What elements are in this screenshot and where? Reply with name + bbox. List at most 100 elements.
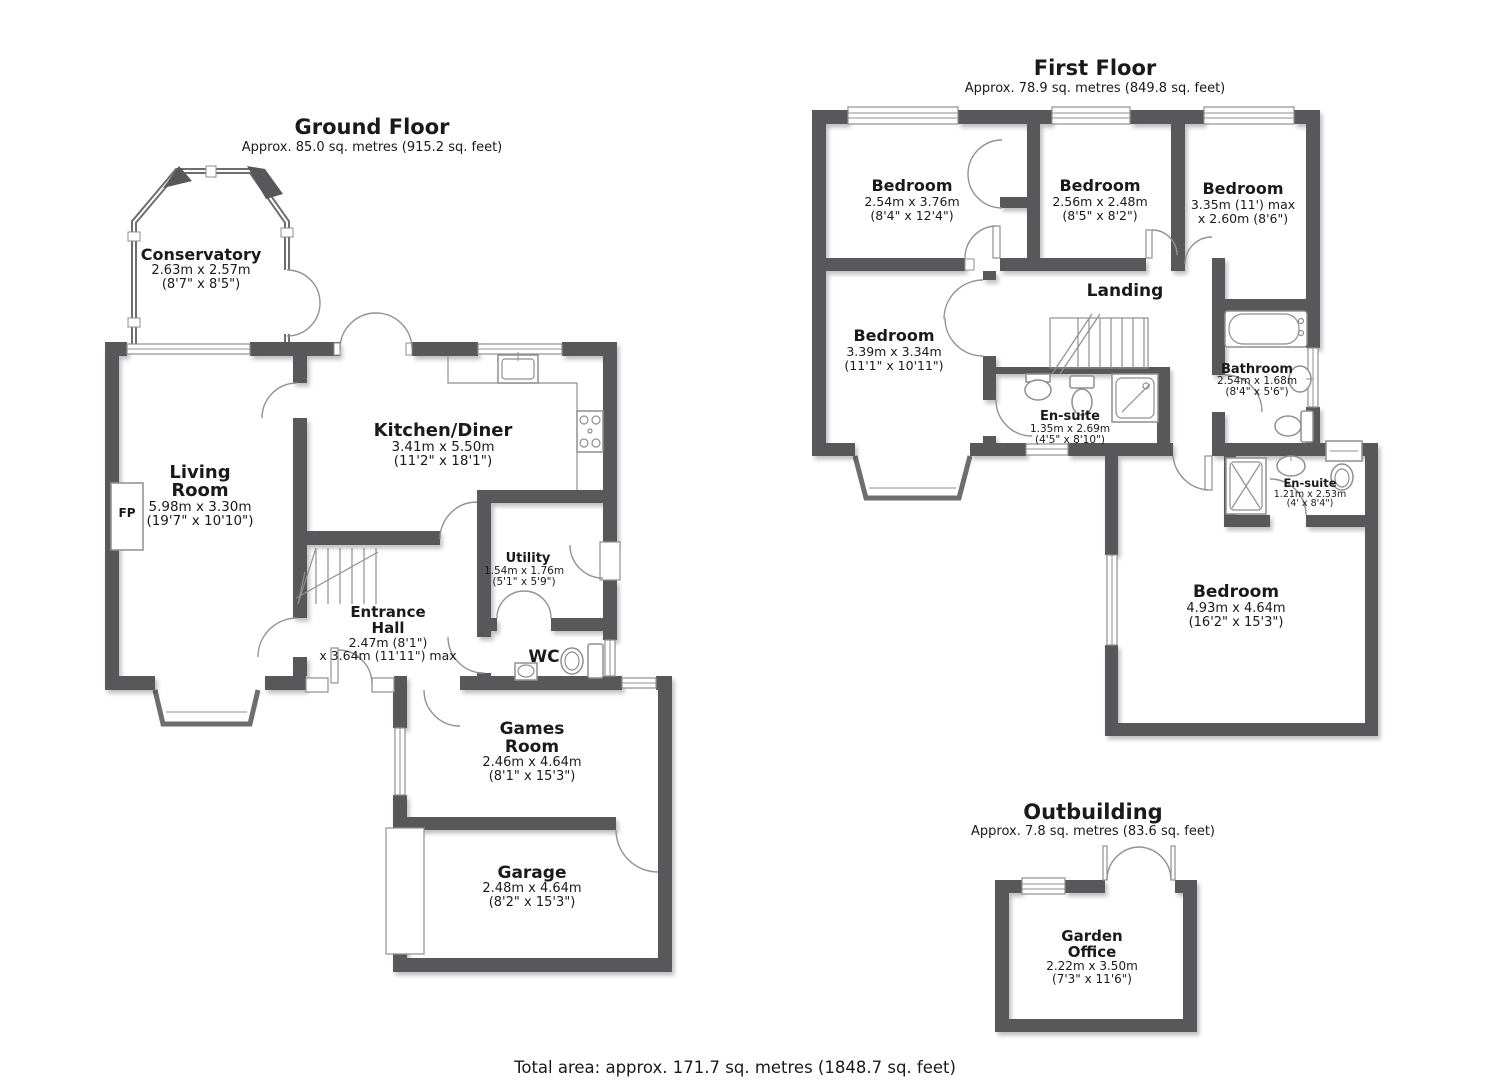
bifold-door-arc <box>496 590 525 619</box>
glazing-bar <box>205 165 217 178</box>
wall <box>562 342 617 356</box>
bathroom-sink-icon <box>1288 365 1313 393</box>
room-name-ensuite-small: En-suite <box>1040 409 1100 424</box>
shower-inner <box>1229 461 1263 511</box>
toilet-bowl <box>1274 415 1302 437</box>
master-ensuite-shower-icon <box>1225 457 1267 515</box>
wall <box>1306 515 1365 527</box>
room-name-games: Games <box>500 719 565 739</box>
wall <box>1171 124 1185 271</box>
door-arc <box>1224 374 1263 413</box>
outbuilding-walls <box>995 880 1197 1032</box>
door-arc <box>1172 455 1209 491</box>
bath-tap <box>1297 317 1305 325</box>
front-door-arc <box>337 649 373 685</box>
total-area-label: Total area: approx. 171.7 sq. metres (18… <box>513 1058 956 1077</box>
master-ensuite-toilet-icon <box>1330 463 1354 491</box>
shower-diagonal <box>1231 463 1261 509</box>
front-door-leaf <box>330 647 339 684</box>
bay-outline <box>152 689 261 727</box>
room-name-landing: Landing <box>1087 281 1164 301</box>
window <box>847 106 959 125</box>
door-leaf <box>1170 845 1176 881</box>
door-jamb <box>333 342 341 356</box>
wall <box>1183 880 1197 1032</box>
wall <box>491 490 603 503</box>
door-arc <box>615 829 659 873</box>
cooker-icon <box>576 410 604 453</box>
wardrobe-door-arc <box>967 139 1003 175</box>
ground-floor-title: Ground Floor <box>294 115 450 139</box>
door-arc <box>257 617 298 658</box>
room-imperial: x 2.60m (8'6") <box>1198 211 1288 226</box>
room-name-ensuite-main: En-suite <box>1283 476 1336 490</box>
room-name-garage: Garage <box>498 863 567 883</box>
conservatory-corner-right <box>247 166 283 199</box>
wall <box>407 817 616 830</box>
glazing-bar <box>127 231 141 242</box>
door-arc <box>1151 229 1178 256</box>
french-door-arc <box>375 312 413 350</box>
room-imperial: (4'5" x 8'10") <box>1035 434 1105 446</box>
ground-floor-plan: Ground Floor Approx. 85.0 sq. metres (91… <box>105 115 672 972</box>
bathroom-toilet-icon <box>1274 410 1314 443</box>
bay-outline <box>852 455 973 501</box>
wall <box>812 443 855 456</box>
wall <box>307 531 440 545</box>
room-metric: 1.54m x 1.76m <box>484 565 564 577</box>
room-metric: 2.22m x 3.50m <box>1046 959 1138 973</box>
burner <box>591 415 601 425</box>
ground-floor-labels: Ground Floor Approx. 85.0 sq. metres (91… <box>119 115 582 910</box>
wall <box>393 958 672 972</box>
wall <box>412 342 478 356</box>
outbuilding-windows <box>1021 877 1066 895</box>
wall <box>1225 299 1306 311</box>
wc-sink-icon <box>514 662 538 681</box>
fireplace-label: FP <box>119 506 136 520</box>
cistern <box>587 643 604 679</box>
burner <box>579 415 589 425</box>
room-name-living2: Room <box>171 480 228 501</box>
wall <box>105 342 127 356</box>
wall <box>1105 645 1118 736</box>
conservatory-corner-left <box>163 166 192 188</box>
bath-inner <box>1228 313 1300 345</box>
room-metric: 2.47m (8'1") <box>349 635 428 650</box>
stair-winders <box>295 547 379 605</box>
room-name-garden-office: Garden <box>1061 927 1122 945</box>
wall <box>983 271 996 280</box>
room-imperial: (4' x 8'4") <box>1287 498 1334 509</box>
conservatory-structure <box>127 165 321 350</box>
first-floor-fixtures <box>1024 310 1363 515</box>
outbuilding-title: Outbuilding <box>1023 800 1162 824</box>
kitchen-sink-icon <box>497 352 539 384</box>
window <box>1203 106 1295 125</box>
wall <box>394 676 407 690</box>
door-arc <box>423 689 461 727</box>
sidelight-window <box>305 677 329 693</box>
room-metric: 3.39m x 3.34m <box>846 344 941 359</box>
wall <box>477 490 491 637</box>
bay-inner-line <box>859 455 966 494</box>
wall <box>1294 110 1320 124</box>
room-imperial: (8'5" x 8'2") <box>1062 208 1137 223</box>
room-name-hall: Entrance <box>350 603 425 621</box>
wall <box>1212 412 1225 443</box>
wall <box>983 374 996 400</box>
room-metric: 1.35m x 2.69m <box>1030 423 1110 435</box>
wall <box>1212 311 1225 375</box>
wall <box>1105 456 1118 555</box>
door-leaf <box>1204 455 1213 491</box>
wall <box>1027 124 1040 271</box>
stairs-icon <box>295 547 379 605</box>
ensuite-shower-icon <box>1111 373 1159 423</box>
door-leaf <box>1102 845 1108 881</box>
bath-tap <box>1297 329 1305 337</box>
room-imperial: (8'4" x 12'4") <box>870 208 953 223</box>
room-name-games2: Room <box>505 737 559 757</box>
wall <box>818 258 965 271</box>
room-metric: 5.98m x 3.30m <box>149 499 252 515</box>
wall <box>658 690 672 958</box>
stair-outline <box>1049 317 1149 369</box>
